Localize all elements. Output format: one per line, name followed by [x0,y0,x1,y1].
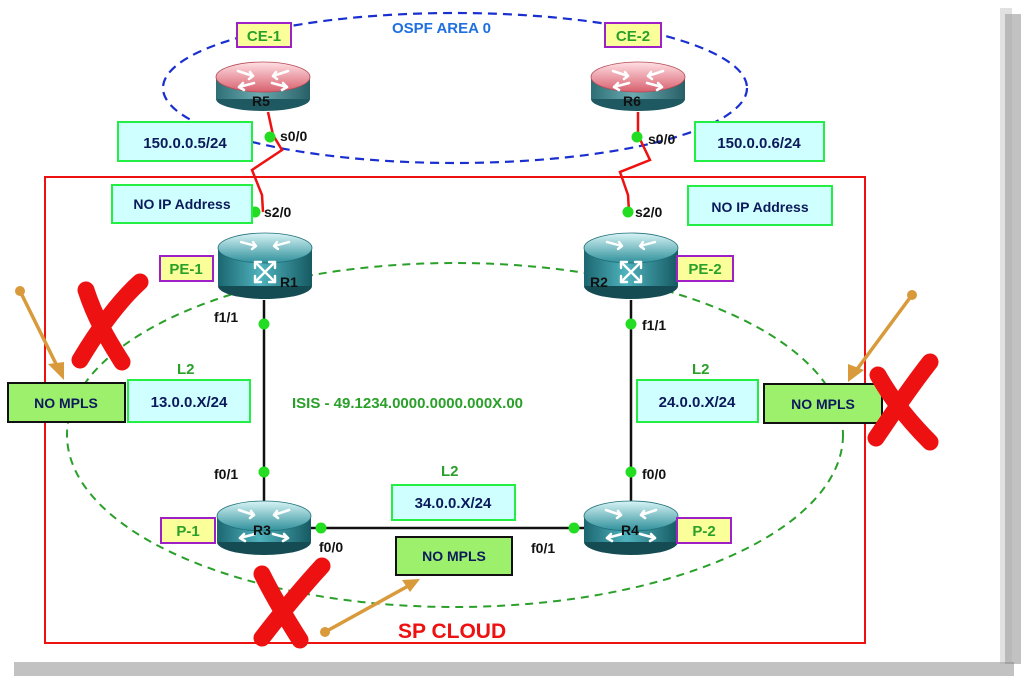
router-name-r2: R2 [590,274,608,290]
interface-label-r2-f11: f1/1 [642,317,666,333]
role-box-p-2: P-2 [676,517,732,544]
port-dot-r3-f01[interactable] [258,466,270,478]
router-name-r5: R5 [252,93,270,109]
ip-box-pe2-no-address: NO IP Address [687,185,833,226]
no-mpls-box-right: NO MPLS [763,383,883,424]
router-r5[interactable] [215,61,311,111]
router-r2[interactable] [583,232,679,299]
isis-level-label-24: L2 [692,361,710,378]
router-icon [611,69,665,92]
port-dot-r5-s00[interactable] [264,131,276,143]
arrow-icon [18,289,914,634]
router-icon [237,508,291,543]
router-r3[interactable] [216,500,312,555]
svg-text:P-2: P-2 [692,523,715,540]
router-icon [236,69,290,92]
port-dot-r4-f01[interactable] [568,522,580,534]
serial-link-r6-r2 [618,112,652,213]
cross-icon [71,273,149,371]
svg-text:NO MPLS: NO MPLS [422,548,486,564]
router-name-r1: R1 [280,274,298,290]
router-icon [604,508,658,543]
ospf-area-label: OSPF AREA 0 [392,20,491,37]
ip-box-r6: 150.0.0.6/24 [694,121,825,162]
svg-text:34.0.0.X/24: 34.0.0.X/24 [415,495,492,512]
port-dot-r4-f00[interactable] [625,466,637,478]
router-r1[interactable] [217,232,313,299]
svg-text:CE-1: CE-1 [247,28,281,45]
svg-text:PE-1: PE-1 [169,261,202,278]
no-mpls-box-left: NO MPLS [7,382,126,423]
interface-label-r1-s20: s2/0 [264,204,291,220]
ip-box-net-24: 24.0.0.X/24 [636,379,759,423]
svg-text:CE-2: CE-2 [616,28,650,45]
router-r6[interactable] [590,61,686,111]
svg-text:150.0.0.6/24: 150.0.0.6/24 [717,135,801,152]
svg-text:13.0.0.X/24: 13.0.0.X/24 [151,394,228,411]
interface-label-r5-s00: s0/0 [280,128,307,144]
router-name-r4: R4 [621,522,639,538]
role-box-ce-2: CE-2 [604,22,662,48]
svg-text:P-1: P-1 [176,523,199,540]
cross-icon [867,353,939,451]
interface-label-r4-f01: f0/1 [531,540,555,556]
no-mpls-box-bottom: NO MPLS [395,536,513,576]
role-box-pe-1: PE-1 [159,255,214,282]
port-dot-r2-s20[interactable] [622,206,634,218]
ospf-area-ring [161,11,749,165]
serial-link-r5-r1 [250,111,284,213]
layer3-switch-icon [239,240,291,284]
svg-text:NO IP Address: NO IP Address [711,199,808,215]
svg-text:NO MPLS: NO MPLS [34,395,98,411]
sp-cloud-label: SP CLOUD [398,620,506,643]
svg-text:150.0.0.5/24: 150.0.0.5/24 [143,135,227,152]
interface-label-r1-f11: f1/1 [214,309,238,325]
port-dot-r3-f00[interactable] [315,522,327,534]
role-box-ce-1: CE-1 [236,22,292,48]
interface-label-r6-s00: s0/0 [648,131,675,147]
isis-area-ring [66,262,844,608]
isis-area-label: ISIS - 49.1234.0000.0000.000X.00 [292,395,523,412]
ip-box-net-34: 34.0.0.X/24 [391,484,516,521]
ip-box-r5: 150.0.0.5/24 [117,121,253,162]
cross-icon [253,557,331,649]
svg-text:NO IP Address: NO IP Address [133,196,230,212]
interface-label-r2-s20: s2/0 [635,204,662,220]
router-r4[interactable] [583,500,679,555]
interface-label-r3-f01: f0/1 [214,466,238,482]
arrow-heads [15,286,917,637]
role-box-pe-2: PE-2 [676,255,734,282]
router-name-r3: R3 [253,522,271,538]
port-dot-r2-f11[interactable] [625,318,637,330]
port-dot-r1-f11[interactable] [258,318,270,330]
interface-label-r4-f00: f0/0 [642,466,666,482]
layer3-switch-icon [605,240,657,284]
port-dot-r6-s00[interactable] [631,131,643,143]
svg-text:PE-2: PE-2 [688,261,721,278]
isis-level-label-13: L2 [177,361,195,378]
ip-box-pe1-no-address: NO IP Address [111,184,253,224]
svg-text:24.0.0.X/24: 24.0.0.X/24 [659,394,736,411]
router-name-r6: R6 [623,93,641,109]
interface-label-r3-f00: f0/0 [319,539,343,555]
svg-text:NO MPLS: NO MPLS [791,396,855,412]
ip-box-net-13: 13.0.0.X/24 [127,379,251,423]
paper-shadow [14,8,1021,676]
role-box-p-1: P-1 [160,517,216,544]
isis-level-label-34: L2 [441,463,459,480]
